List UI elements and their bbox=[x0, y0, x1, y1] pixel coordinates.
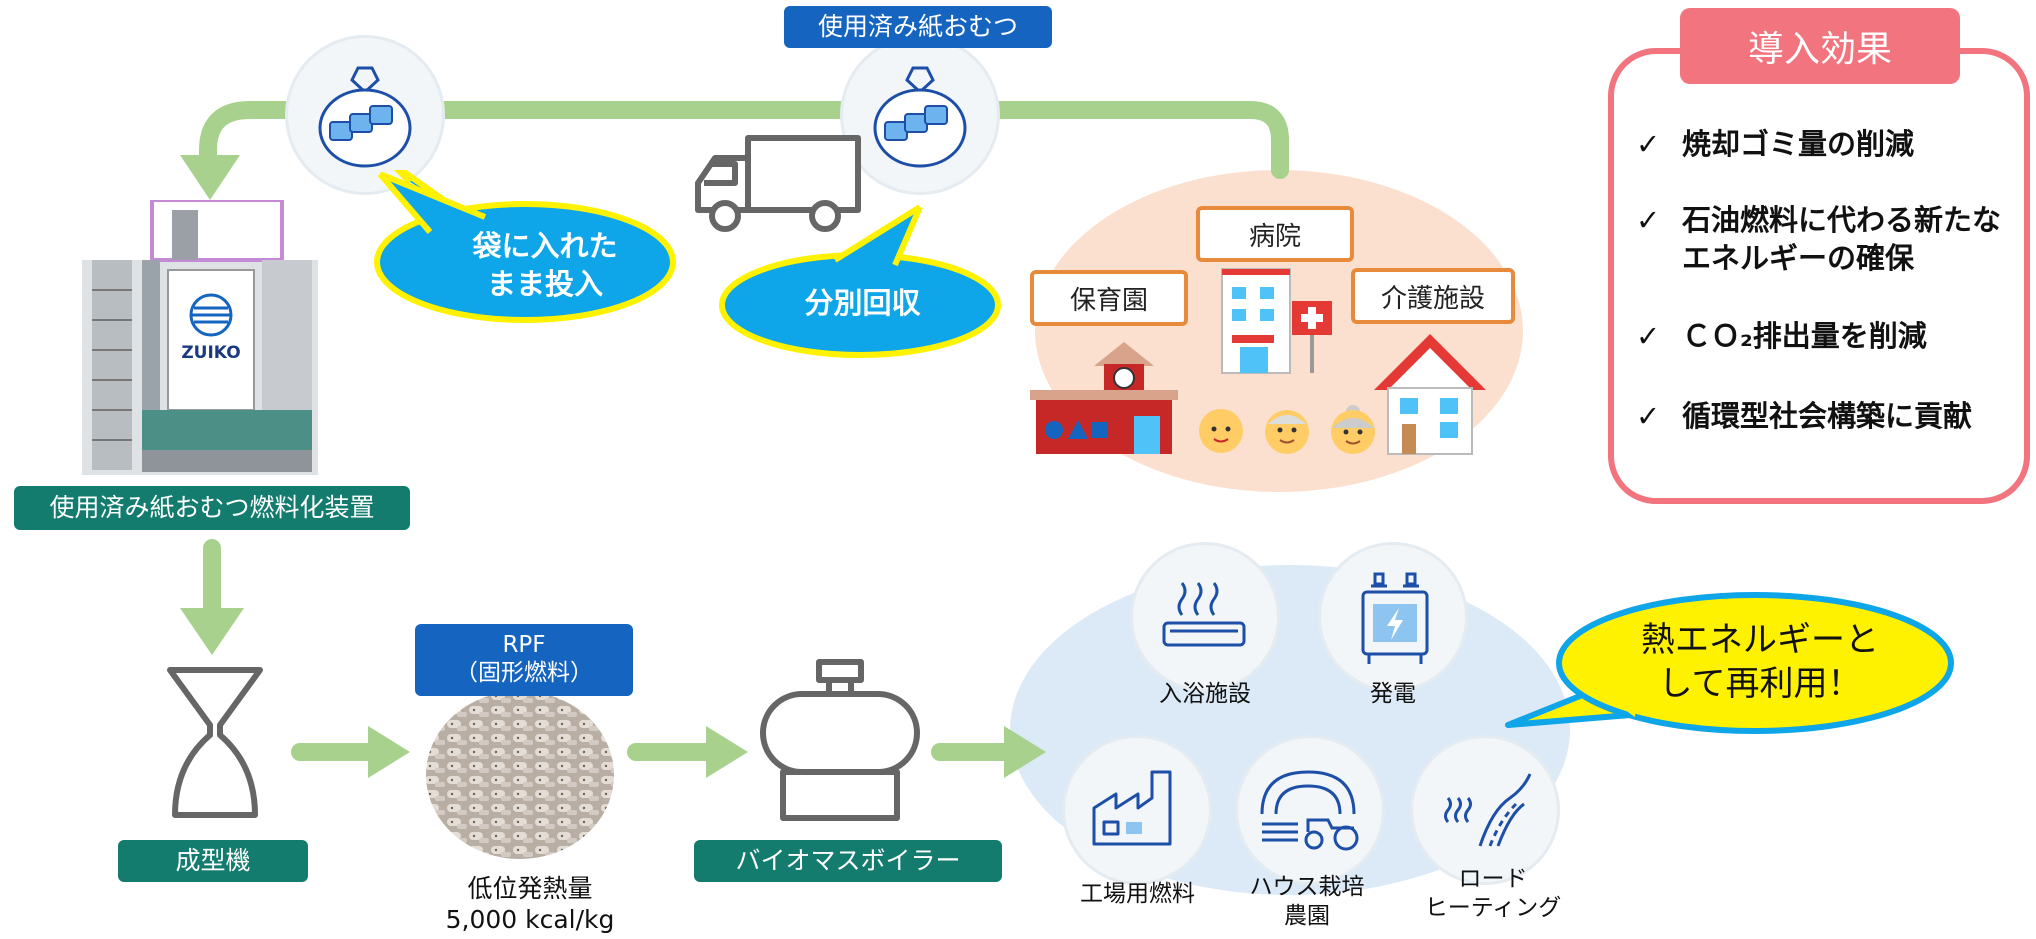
arrow-head-uses bbox=[1004, 726, 1046, 778]
effect-item: ✓ 循環型社会構築に貢献 bbox=[1636, 398, 2016, 436]
care-facility-label: 介護施設 bbox=[1351, 268, 1515, 324]
effect-item: ✓ 石油燃料に代わる新たなエネルギーの確保 bbox=[1636, 202, 2016, 277]
power-transformer-icon bbox=[1361, 572, 1429, 664]
bag-bubble-text: 袋に入れた まま投入 bbox=[472, 229, 618, 301]
effect-item-text: 焼却ゴミ量の削減 bbox=[1682, 127, 1915, 161]
effect-item: ✓ 焼却ゴミ量の削減 bbox=[1636, 126, 2016, 164]
arrow-head-boiler bbox=[706, 726, 748, 778]
elderly-woman-face-icon bbox=[1331, 405, 1375, 454]
collection-line bbox=[199, 101, 1289, 179]
effect-item: ✓ ＣＯ₂排出量を削減 bbox=[1636, 318, 2016, 356]
diaper-bag-icon bbox=[873, 66, 967, 168]
effect-item-text: 石油燃料に代わる新たなエネルギーの確保 bbox=[1682, 203, 2002, 275]
arrow-head-molding bbox=[180, 608, 244, 655]
greenhouse-circle bbox=[1235, 735, 1385, 885]
road-heating-icon bbox=[1444, 773, 1532, 847]
rpf-pellets-image bbox=[426, 691, 614, 859]
separate-bubble-tail bbox=[833, 205, 923, 267]
molding-machine-icon bbox=[167, 667, 263, 818]
nursery-icon bbox=[1030, 342, 1178, 454]
arrow-head-rpf bbox=[368, 726, 410, 778]
effects-panel bbox=[1608, 48, 2030, 504]
factory-icon bbox=[1092, 770, 1172, 846]
factory-circle bbox=[1062, 735, 1212, 885]
greenhouse-label: ハウス栽培 農園 bbox=[1249, 874, 1365, 929]
road-heating-label: ロード ヒーティング bbox=[1424, 866, 1562, 921]
elderly-man-face-icon bbox=[1265, 410, 1309, 454]
factory-label: 工場用燃料 bbox=[1080, 881, 1195, 907]
effect-item-text: ＣＯ₂排出量を削減 bbox=[1682, 319, 1927, 353]
molding-machine-label: 成型機 bbox=[118, 840, 308, 882]
nursery-label: 保育園 bbox=[1030, 270, 1188, 326]
bath-icon bbox=[1162, 582, 1246, 647]
power-label: 発電 bbox=[1370, 681, 1416, 707]
check-icon: ✓ bbox=[1636, 203, 1661, 237]
hospital-label: 病院 bbox=[1196, 206, 1354, 262]
baby-face-icon bbox=[1199, 409, 1243, 453]
truck-icon bbox=[695, 135, 861, 232]
heat-value-label: 低位発熱量 5,000 kcal/kg bbox=[445, 874, 615, 935]
check-icon: ✓ bbox=[1636, 399, 1661, 433]
bag-bubble-tail bbox=[377, 172, 487, 234]
effect-item-text: 循環型社会構築に貢献 bbox=[1682, 399, 1973, 433]
road-circle bbox=[1410, 735, 1560, 885]
heat-bubble bbox=[1505, 592, 1954, 734]
biomass-boiler-label: バイオマスボイラー bbox=[694, 840, 1002, 882]
bath-circle bbox=[1130, 542, 1280, 692]
fuel-machine-image bbox=[82, 200, 318, 475]
hospital-icon bbox=[1221, 268, 1332, 374]
fuel-machine-label: 使用済み紙おむつ燃料化装置 bbox=[14, 486, 410, 530]
machine-brand-label: ZUIKO bbox=[181, 343, 241, 363]
separate-bubble-text: 分別回収 bbox=[804, 286, 921, 320]
arrow-head-machine bbox=[180, 155, 240, 200]
bath-label: 入浴施設 bbox=[1159, 681, 1251, 707]
rpf-tag: RPF （固形燃料） bbox=[415, 624, 633, 696]
check-icon: ✓ bbox=[1636, 127, 1661, 161]
check-icon: ✓ bbox=[1636, 319, 1661, 353]
diaper-bag-icon bbox=[318, 66, 412, 168]
effects-title: 導入効果 bbox=[1680, 8, 1960, 84]
heat-bubble-text: 熱エネルギーと して再利用！ bbox=[1641, 620, 1879, 705]
care-facility-icon bbox=[1374, 334, 1486, 455]
greenhouse-tractor-icon bbox=[1260, 770, 1359, 851]
biomass-boiler-icon bbox=[760, 659, 920, 821]
used-diaper-tag: 使用済み紙おむつ bbox=[784, 6, 1052, 48]
